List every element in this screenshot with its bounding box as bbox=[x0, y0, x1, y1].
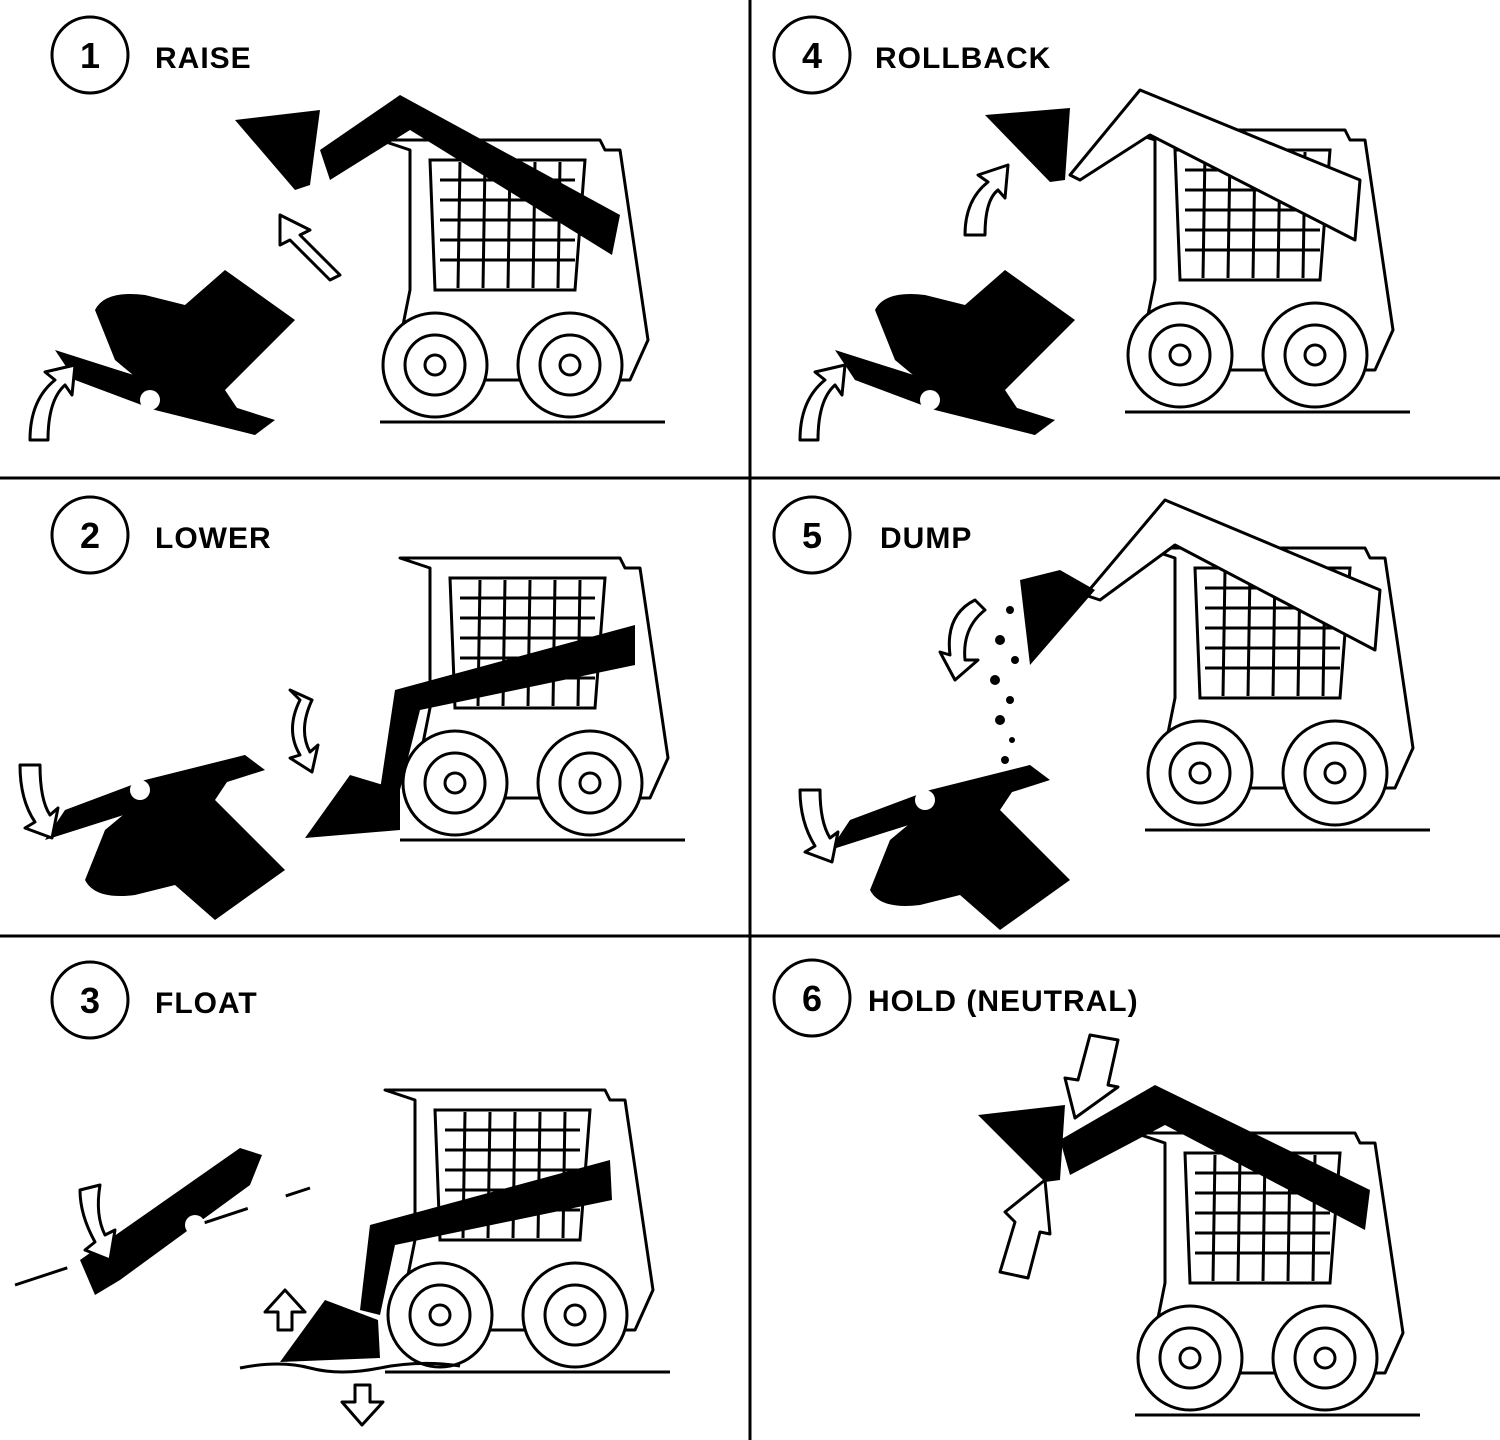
step-label: RAISE bbox=[155, 42, 252, 75]
loader-arm bbox=[1068, 88, 1362, 242]
foot-pedal-icon bbox=[45, 755, 285, 920]
step-number: 1 bbox=[80, 35, 100, 76]
raise-arrow-icon bbox=[278, 213, 342, 282]
bucket bbox=[978, 1105, 1065, 1182]
step-number: 3 bbox=[80, 980, 100, 1021]
bucket bbox=[1020, 570, 1095, 665]
pedal-arrow-icon bbox=[78, 1183, 117, 1262]
panel-lower: 2 LOWER bbox=[18, 495, 687, 920]
loader-arm bbox=[1060, 1085, 1370, 1230]
dumped-material bbox=[990, 606, 1019, 764]
rollback-arrow-icon bbox=[963, 163, 1010, 237]
hold-down-arrow-icon bbox=[1063, 1033, 1120, 1120]
bucket bbox=[280, 1300, 380, 1362]
loader-arm bbox=[1083, 498, 1382, 652]
step-number-circle bbox=[50, 15, 130, 95]
step-label: HOLD (NEUTRAL) bbox=[868, 985, 1139, 1018]
pedal-arrow-icon bbox=[28, 363, 77, 442]
panel-dump: 5 DUMP bbox=[772, 495, 1432, 930]
dump-arrow-icon bbox=[938, 598, 987, 682]
panel-float: 3 FLOAT bbox=[14, 960, 672, 1427]
loader-arm bbox=[360, 1160, 612, 1315]
foot-pedal-icon bbox=[830, 765, 1070, 930]
step-label: DUMP bbox=[880, 522, 972, 555]
step-number: 6 bbox=[802, 978, 822, 1019]
float-up-arrow-icon bbox=[263, 1288, 307, 1332]
step-label: ROLLBACK bbox=[875, 42, 1051, 75]
foot-pedal-icon bbox=[835, 270, 1075, 435]
step-label: FLOAT bbox=[155, 987, 258, 1020]
bucket bbox=[985, 108, 1070, 182]
step-number: 2 bbox=[80, 515, 100, 556]
float-down-arrow-icon bbox=[340, 1383, 385, 1427]
panel-rollback: 4 ROLLBACK bbox=[772, 15, 1412, 442]
step-number: 4 bbox=[802, 35, 822, 76]
float-dash-line bbox=[14, 1186, 311, 1287]
step-label: LOWER bbox=[155, 522, 272, 555]
panel-hold: 6 HOLD (NEUTRAL) bbox=[772, 958, 1422, 1417]
loader-arm bbox=[380, 625, 635, 790]
ground-line bbox=[239, 1361, 461, 1374]
lower-arrow-icon bbox=[288, 688, 320, 774]
bucket bbox=[235, 110, 320, 190]
foot-pedal-icon bbox=[55, 270, 295, 435]
loader-arm bbox=[320, 95, 620, 255]
pedal-arrow-icon bbox=[18, 763, 60, 840]
pedal-arrow-icon bbox=[798, 363, 847, 442]
bucket bbox=[305, 775, 400, 838]
foot-pedal-icon bbox=[80, 1148, 262, 1295]
panel-raise: 1 RAISE bbox=[28, 15, 667, 442]
hold-up-arrow-icon bbox=[998, 1178, 1052, 1280]
step-number: 5 bbox=[802, 515, 822, 556]
pedal-arrow-icon bbox=[798, 788, 840, 864]
